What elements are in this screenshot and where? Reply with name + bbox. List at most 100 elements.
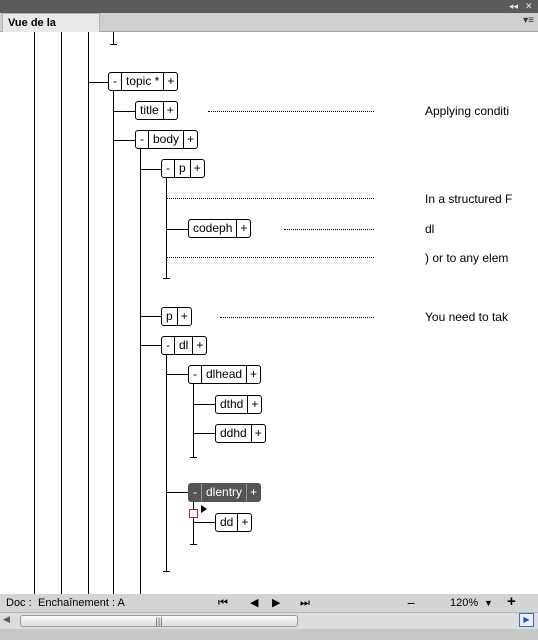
tree-line-end xyxy=(110,44,117,45)
expand-button[interactable]: + xyxy=(251,397,259,411)
first-page-icon[interactable]: ⏮ xyxy=(218,597,228,609)
zoom-dropdown-icon[interactable]: ▼ xyxy=(484,598,493,608)
node-ddhd[interactable]: ddhd + xyxy=(215,424,266,443)
tree-line xyxy=(34,32,35,594)
expand-button[interactable]: + xyxy=(241,515,249,529)
text-leader xyxy=(208,111,374,112)
tree-connector xyxy=(140,316,161,317)
tree-line-end xyxy=(163,278,170,279)
pointer-arrow-icon xyxy=(201,505,207,513)
panel-menu-icon[interactable]: ▾≡ xyxy=(523,15,534,26)
doc-label: Doc : xyxy=(6,597,32,609)
text-leader xyxy=(167,257,374,258)
last-page-icon[interactable]: ⏭ xyxy=(300,597,310,609)
tree-line xyxy=(113,91,114,594)
tree-connector xyxy=(140,345,161,346)
tree-line xyxy=(61,32,62,594)
collapse-button[interactable]: - xyxy=(162,160,175,177)
node-topic[interactable]: - topic * + xyxy=(108,72,179,91)
tab-structure-view[interactable]: Vue de la structure xyxy=(2,13,100,47)
node-label[interactable]: dd xyxy=(216,514,239,531)
node-label[interactable]: body xyxy=(149,131,185,148)
node-label[interactable]: topic * xyxy=(122,73,165,90)
tab-row xyxy=(0,13,538,32)
text-leader xyxy=(220,317,374,318)
expand-button[interactable]: + xyxy=(250,485,258,499)
collapse-button[interactable]: - xyxy=(162,337,175,354)
node-label[interactable]: dl xyxy=(175,337,194,354)
expand-button[interactable]: + xyxy=(250,367,258,381)
node-title[interactable]: title + xyxy=(135,101,178,120)
tree-line-end xyxy=(190,544,197,545)
zoom-in-button[interactable]: + xyxy=(507,593,516,610)
node-dd[interactable]: dd + xyxy=(215,513,253,532)
text-snippet[interactable]: ) or to any elem xyxy=(425,251,509,265)
resize-grip[interactable] xyxy=(0,629,538,640)
text-snippet[interactable]: Applying conditi xyxy=(425,104,510,118)
node-label[interactable]: codeph xyxy=(189,220,238,237)
collapse-button[interactable]: - xyxy=(109,73,122,90)
insertion-point-icon xyxy=(189,509,198,518)
expand-button[interactable]: + xyxy=(193,161,201,175)
tree-line xyxy=(166,355,167,571)
close-icon[interactable]: ✕ xyxy=(525,1,533,11)
node-label[interactable]: dlhead xyxy=(202,366,248,383)
node-label[interactable]: dthd xyxy=(216,396,249,413)
expand-button[interactable]: + xyxy=(187,132,195,146)
node-label[interactable]: dlentry xyxy=(202,484,248,501)
text-snippet[interactable]: You need to tak xyxy=(425,310,508,324)
node-dlhead[interactable]: - dlhead + xyxy=(188,365,262,384)
node-body[interactable]: - body + xyxy=(135,130,199,149)
collapse-button[interactable]: - xyxy=(189,366,202,383)
scrollbar-thumb[interactable]: ||| xyxy=(20,615,298,627)
tree-connector xyxy=(88,82,108,83)
text-leader xyxy=(167,198,374,199)
collapse-button[interactable]: - xyxy=(136,131,149,148)
node-dl[interactable]: - dl + xyxy=(161,336,208,355)
expand-button[interactable]: + xyxy=(254,426,262,440)
node-dlentry-selected[interactable]: - dlentry + xyxy=(188,483,262,502)
node-p[interactable]: - p + xyxy=(161,159,205,178)
tree-connector xyxy=(166,229,188,230)
tree-line xyxy=(113,32,114,44)
expand-button[interactable]: + xyxy=(167,74,175,88)
expand-button[interactable]: + xyxy=(196,338,204,352)
tree-line xyxy=(140,149,141,594)
node-label[interactable]: p xyxy=(175,160,191,177)
node-label[interactable]: ddhd xyxy=(216,425,252,442)
tree-line xyxy=(166,178,167,278)
tree-line-end xyxy=(163,571,170,572)
scroll-right-icon[interactable]: ▶ xyxy=(519,613,534,627)
next-icon[interactable]: ▶ xyxy=(272,597,281,609)
expand-button[interactable]: + xyxy=(240,221,248,235)
tree-connector xyxy=(166,492,188,493)
expand-button[interactable]: + xyxy=(180,309,188,323)
tree-connector xyxy=(113,140,135,141)
tree-connector xyxy=(193,522,215,523)
tree-line xyxy=(88,32,89,594)
zoom-out-button[interactable]: − xyxy=(407,595,416,611)
collapse-button[interactable]: - xyxy=(189,484,202,501)
tree-line-end xyxy=(190,457,197,458)
text-leader xyxy=(284,229,374,230)
status-bar: Doc : Enchaînement : A ⏮ ◀ ▶ ⏭ − 120% ▼ … xyxy=(0,593,538,612)
tree-connector xyxy=(193,433,215,434)
flow-label: Enchaînement : A xyxy=(38,597,125,609)
node-label[interactable]: title xyxy=(136,102,164,119)
text-snippet[interactable]: dl xyxy=(425,222,435,236)
node-codeph[interactable]: codeph + xyxy=(188,219,252,238)
node-label[interactable]: p xyxy=(162,308,178,325)
previous-icon[interactable]: ◀ xyxy=(250,597,259,609)
panel-title-bar: ◂◂ ✕ xyxy=(0,0,538,13)
text-snippet[interactable]: In a structured F xyxy=(425,192,513,206)
scroll-left-icon[interactable]: ◀ xyxy=(3,614,10,624)
node-p[interactable]: p + xyxy=(161,307,192,326)
tree-connector xyxy=(140,169,161,170)
expand-button[interactable]: + xyxy=(166,103,174,117)
node-dthd[interactable]: dthd + xyxy=(215,395,263,414)
tree-connector xyxy=(113,111,135,112)
tree-line xyxy=(193,384,194,457)
structure-canvas[interactable]: - topic * + title + Applying conditi - b… xyxy=(0,32,538,594)
collapse-panel-icon[interactable]: ◂◂ xyxy=(509,1,519,11)
zoom-level[interactable]: 120% xyxy=(450,597,479,609)
